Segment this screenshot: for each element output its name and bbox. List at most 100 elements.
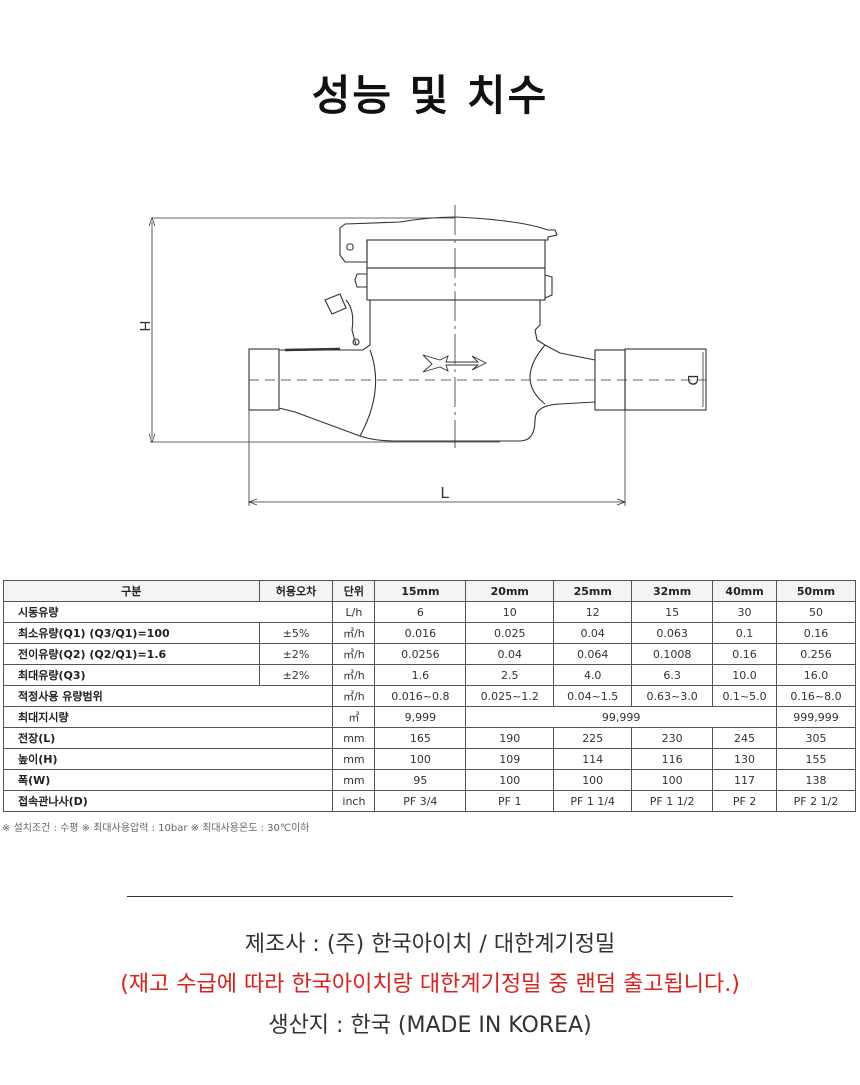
- table-cell: 0.16: [776, 622, 856, 644]
- table-cell: ㎥/h: [332, 664, 376, 686]
- table-cell: PF 1: [465, 790, 555, 812]
- table-cell: 접속관나사(D): [2, 790, 334, 812]
- table-cell: 시동유량: [2, 601, 334, 623]
- table-cell: 114: [553, 748, 633, 770]
- table-cell: PF 2 1/2: [776, 790, 856, 812]
- table-cell: 0.256: [776, 643, 856, 665]
- table-cell: 4.0: [553, 664, 633, 686]
- spec-table: 구분 허용오차 단위 15mm 20mm 25mm 32mm 40mm 50mm…: [2, 580, 856, 812]
- table-cell: L/h: [332, 601, 376, 623]
- table-cell: 16.0: [776, 664, 856, 686]
- table-cell: 6: [374, 601, 467, 623]
- col-header: 단위: [332, 580, 376, 602]
- table-cell: 0.064: [553, 643, 633, 665]
- col-header: 허용오차: [258, 580, 334, 602]
- table-cell: 적정사용 유량범위: [2, 685, 334, 707]
- table-cell: 30: [712, 601, 778, 623]
- table-cell: 전이유량(Q2) (Q2/Q1)=1.6: [3, 643, 260, 665]
- table-cell: 100: [465, 769, 555, 791]
- table-cell: 117: [712, 769, 778, 791]
- table-cell: 109: [465, 748, 555, 770]
- table-cell: PF 1 1/4: [553, 790, 633, 812]
- table-cell: 0.04: [465, 643, 555, 665]
- table-cell: 230: [631, 727, 714, 749]
- table-cell: 최대유량(Q3): [3, 664, 260, 686]
- table-cell: 0.016: [374, 622, 467, 644]
- table-cell: PF 1 1/2: [631, 790, 714, 812]
- table-cell: 2.5: [465, 664, 555, 686]
- water-meter-dimension-diagram: H L D: [136, 205, 707, 506]
- table-cell: 0.025: [465, 622, 555, 644]
- table-cell: ±2%: [258, 664, 334, 686]
- table-cell: ㎥: [332, 706, 376, 728]
- page-title: 성능 및 치수: [311, 71, 549, 120]
- table-cell: 0.025~1.2: [465, 685, 555, 707]
- flow-arrow-icon: [422, 354, 488, 373]
- table-cell: 0.16~8.0: [776, 685, 856, 707]
- origin-text: 생산지 : 한국 (MADE IN KOREA): [268, 1013, 592, 1038]
- table-cell: 0.04: [553, 622, 633, 644]
- table-cell: 138: [776, 769, 856, 791]
- table-cell: ㎥/h: [332, 643, 376, 665]
- table-cell: 165: [374, 727, 467, 749]
- table-cell: 0.063: [631, 622, 714, 644]
- table-cell: 6.3: [631, 664, 714, 686]
- table-header-row: 구분 허용오차 단위 15mm 20mm 25mm 32mm 40mm 50mm: [3, 580, 856, 602]
- table-cell: 높이(H): [2, 748, 334, 770]
- dimension-label-h: H: [136, 321, 153, 332]
- table-cell: 0.016~0.8: [374, 685, 467, 707]
- table-cell: 100: [553, 769, 633, 791]
- table-cell: 99,999: [465, 706, 778, 728]
- table-cell: 999,999: [776, 706, 856, 728]
- table-cell: 전장(L): [2, 727, 334, 749]
- col-header: 15mm: [374, 580, 467, 602]
- col-header: 20mm: [465, 580, 555, 602]
- col-header: 40mm: [712, 580, 778, 602]
- col-header: 32mm: [631, 580, 714, 602]
- table-cell: 225: [553, 727, 633, 749]
- table-cell: 9,999: [374, 706, 467, 728]
- table-cell: ㎥/h: [332, 685, 376, 707]
- table-cell: 15: [631, 601, 714, 623]
- table-cell: 100: [631, 769, 714, 791]
- divider: [127, 896, 733, 897]
- table-cell: mm: [332, 769, 376, 791]
- table-cell: ±2%: [258, 643, 334, 665]
- table-cell: 245: [712, 727, 778, 749]
- table-cell: mm: [332, 748, 376, 770]
- table-cell: 1.6: [374, 664, 467, 686]
- dimension-label-l: L: [441, 485, 450, 502]
- table-cell: inch: [332, 790, 376, 812]
- col-header: 25mm: [553, 580, 633, 602]
- table-cell: 12: [553, 601, 633, 623]
- table-cell: 10.0: [712, 664, 778, 686]
- table-cell: 100: [374, 748, 467, 770]
- table-cell: 190: [465, 727, 555, 749]
- table-cell: 0.0256: [374, 643, 467, 665]
- table-cell: 0.63~3.0: [631, 685, 714, 707]
- table-cell: 0.1008: [631, 643, 714, 665]
- table-cell: 116: [631, 748, 714, 770]
- manufacturer-text: 제조사 : (주) 한국아이치 / 대한계기정밀: [244, 932, 616, 957]
- table-cell: 0.1~5.0: [712, 685, 778, 707]
- table-cell: 305: [776, 727, 856, 749]
- table-cell: 130: [712, 748, 778, 770]
- table-cell: PF 3/4: [374, 790, 467, 812]
- table-cell: 최대지시량: [2, 706, 334, 728]
- table-cell: ㎥/h: [332, 622, 376, 644]
- table-note: ※ 설치조건 : 수평 ※ 최대사용압력 : 10bar ※ 최대사용온도 : …: [2, 823, 310, 834]
- stock-notice-text: (재고 수급에 따라 한국아이치랑 대한계기정밀 중 랜덤 출고됩니다.): [120, 972, 740, 997]
- table-cell: 최소유량(Q1) (Q3/Q1)=100: [3, 622, 260, 644]
- table-cell: 폭(W): [2, 769, 334, 791]
- col-header: 50mm: [776, 580, 856, 602]
- table-cell: mm: [332, 727, 376, 749]
